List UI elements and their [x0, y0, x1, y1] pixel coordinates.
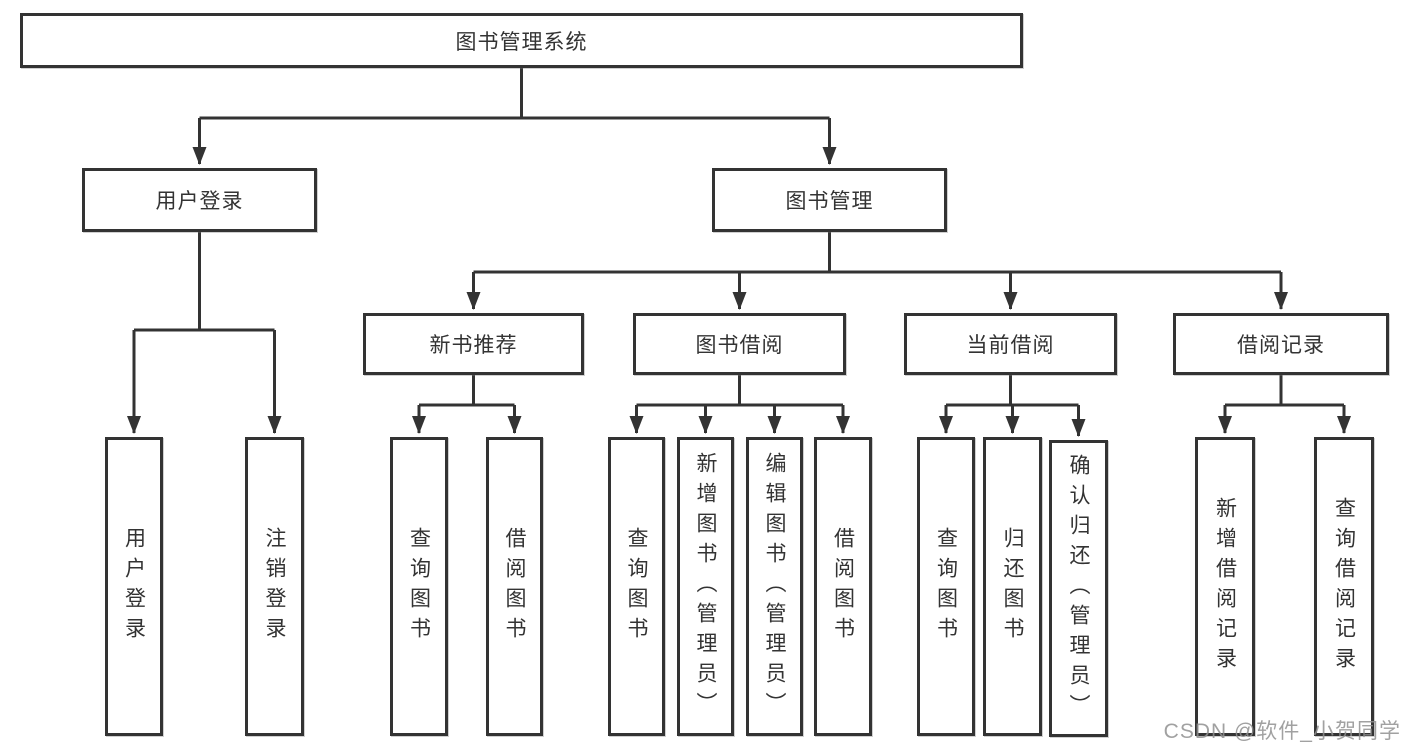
leaf-query-book-current-label: 查询图书 [934, 526, 958, 647]
leaf-user-login-label: 用户登录 [122, 526, 146, 647]
leaf-logout: 注销登录 [245, 437, 304, 736]
leaf-borrow-book-recommend-label: 借阅图书 [503, 526, 526, 647]
leaf-confirm-return-admin: 确认归还（管理员） [1049, 440, 1108, 737]
node-borrow-records: 借阅记录 [1173, 313, 1389, 375]
node-borrow-records-label: 借阅记录 [1237, 334, 1325, 357]
leaf-query-book-recommend-label: 查询图书 [407, 526, 431, 647]
leaf-return-book-label: 归还图书 [1001, 526, 1024, 647]
node-current-borrow: 当前借阅 [904, 313, 1117, 375]
node-root-label: 图书管理系统 [455, 30, 588, 54]
leaf-borrow-book-recommend: 借阅图书 [486, 437, 543, 736]
node-current-borrow-label: 当前借阅 [966, 334, 1055, 357]
node-user-login-label: 用户登录 [155, 190, 244, 213]
leaf-add-borrow-record-label: 新增借阅记录 [1213, 496, 1237, 677]
leaf-add-book-admin: 新增图书（管理员） [677, 437, 734, 736]
leaf-query-book-recommend: 查询图书 [390, 437, 448, 736]
leaf-edit-book-admin-label: 编辑图书（管理员） [763, 451, 786, 722]
leaf-logout-label: 注销登录 [263, 526, 286, 647]
leaf-query-book-borrow: 查询图书 [608, 437, 665, 736]
node-root: 图书管理系统 [20, 13, 1023, 68]
node-new-book-recommend: 新书推荐 [363, 313, 584, 375]
node-user-login: 用户登录 [82, 168, 317, 232]
leaf-query-book-current: 查询图书 [917, 437, 975, 736]
leaf-return-book: 归还图书 [983, 437, 1042, 736]
watermark: CSDN @软件_小贺同学 [1163, 720, 1401, 743]
node-book-borrow-label: 图书借阅 [695, 334, 784, 357]
leaf-query-book-borrow-label: 查询图书 [625, 526, 648, 647]
leaf-borrow-book: 借阅图书 [814, 437, 872, 736]
leaf-add-borrow-record: 新增借阅记录 [1195, 437, 1255, 736]
node-book-management-label: 图书管理 [785, 190, 874, 213]
leaf-borrow-book-label: 借阅图书 [831, 526, 855, 647]
leaf-query-borrow-record-label: 查询借阅记录 [1332, 496, 1356, 677]
node-book-borrow: 图书借阅 [633, 313, 846, 375]
leaf-add-book-admin-label: 新增图书（管理员） [694, 451, 717, 722]
leaf-confirm-return-admin-label: 确认归还（管理员） [1067, 453, 1090, 724]
node-new-book-recommend-label: 新书推荐 [429, 334, 518, 357]
leaf-user-login: 用户登录 [105, 437, 163, 736]
leaf-edit-book-admin: 编辑图书（管理员） [746, 437, 803, 736]
node-book-management: 图书管理 [712, 168, 947, 232]
leaf-query-borrow-record: 查询借阅记录 [1314, 437, 1374, 736]
